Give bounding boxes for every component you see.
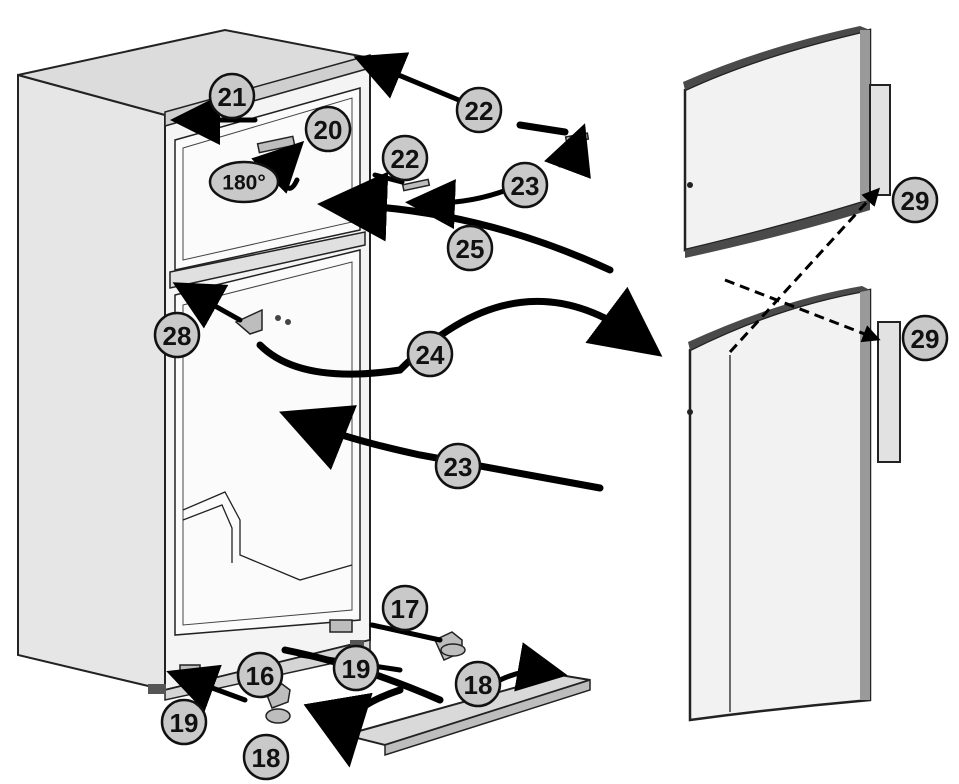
callout-17-label: 17 [391, 594, 420, 624]
callout-19-center-label: 19 [342, 654, 371, 684]
callout-16-label: 16 [246, 661, 275, 691]
callout-25-label: 25 [456, 234, 485, 264]
callout-22-top-label: 22 [465, 96, 494, 126]
callout-20-label: 20 [314, 115, 343, 145]
callout-24-label: 24 [416, 340, 445, 370]
callout-24: 24 [406, 330, 454, 378]
callout-20: 20 [304, 105, 352, 153]
callout-23-mid-label: 23 [444, 452, 473, 482]
callout-23-top-label: 23 [511, 171, 540, 201]
callout-28: 28 [153, 311, 201, 359]
callout-17: 17 [381, 584, 429, 632]
callout-23-mid: 23 [434, 442, 482, 490]
callout-18-bottom-label: 18 [252, 743, 281, 773]
swap-indicator [724, 187, 881, 354]
callout-18-right-label: 18 [464, 670, 493, 700]
freezer-door [683, 26, 891, 258]
callout-29-bottom: 29 [901, 314, 949, 362]
fridge-door [687, 286, 901, 722]
callout-19-left-label: 19 [170, 708, 199, 738]
rotation-label: 180° [208, 160, 280, 204]
callout-29-bottom-label: 29 [911, 324, 940, 354]
callout-21: 21 [208, 72, 256, 120]
callout-21-label: 21 [218, 82, 247, 112]
callout-25: 25 [446, 224, 494, 272]
callout-18-bottom: 18 [242, 733, 290, 781]
callout-18-right: 18 [454, 660, 502, 708]
callout-29-top: 29 [891, 176, 939, 224]
callout-29-top-label: 29 [901, 186, 930, 216]
callout-28-label: 28 [163, 321, 192, 351]
callout-22-top: 22 [455, 86, 503, 134]
callout-23-top: 23 [501, 161, 549, 209]
rotation-label-text: 180° [222, 172, 265, 195]
callout-19-left: 19 [160, 698, 208, 746]
callout-22-mid-label: 22 [391, 144, 420, 174]
callout-16: 16 [236, 651, 284, 699]
callout-22-mid: 22 [381, 134, 429, 182]
callout-19-center: 19 [332, 644, 380, 692]
